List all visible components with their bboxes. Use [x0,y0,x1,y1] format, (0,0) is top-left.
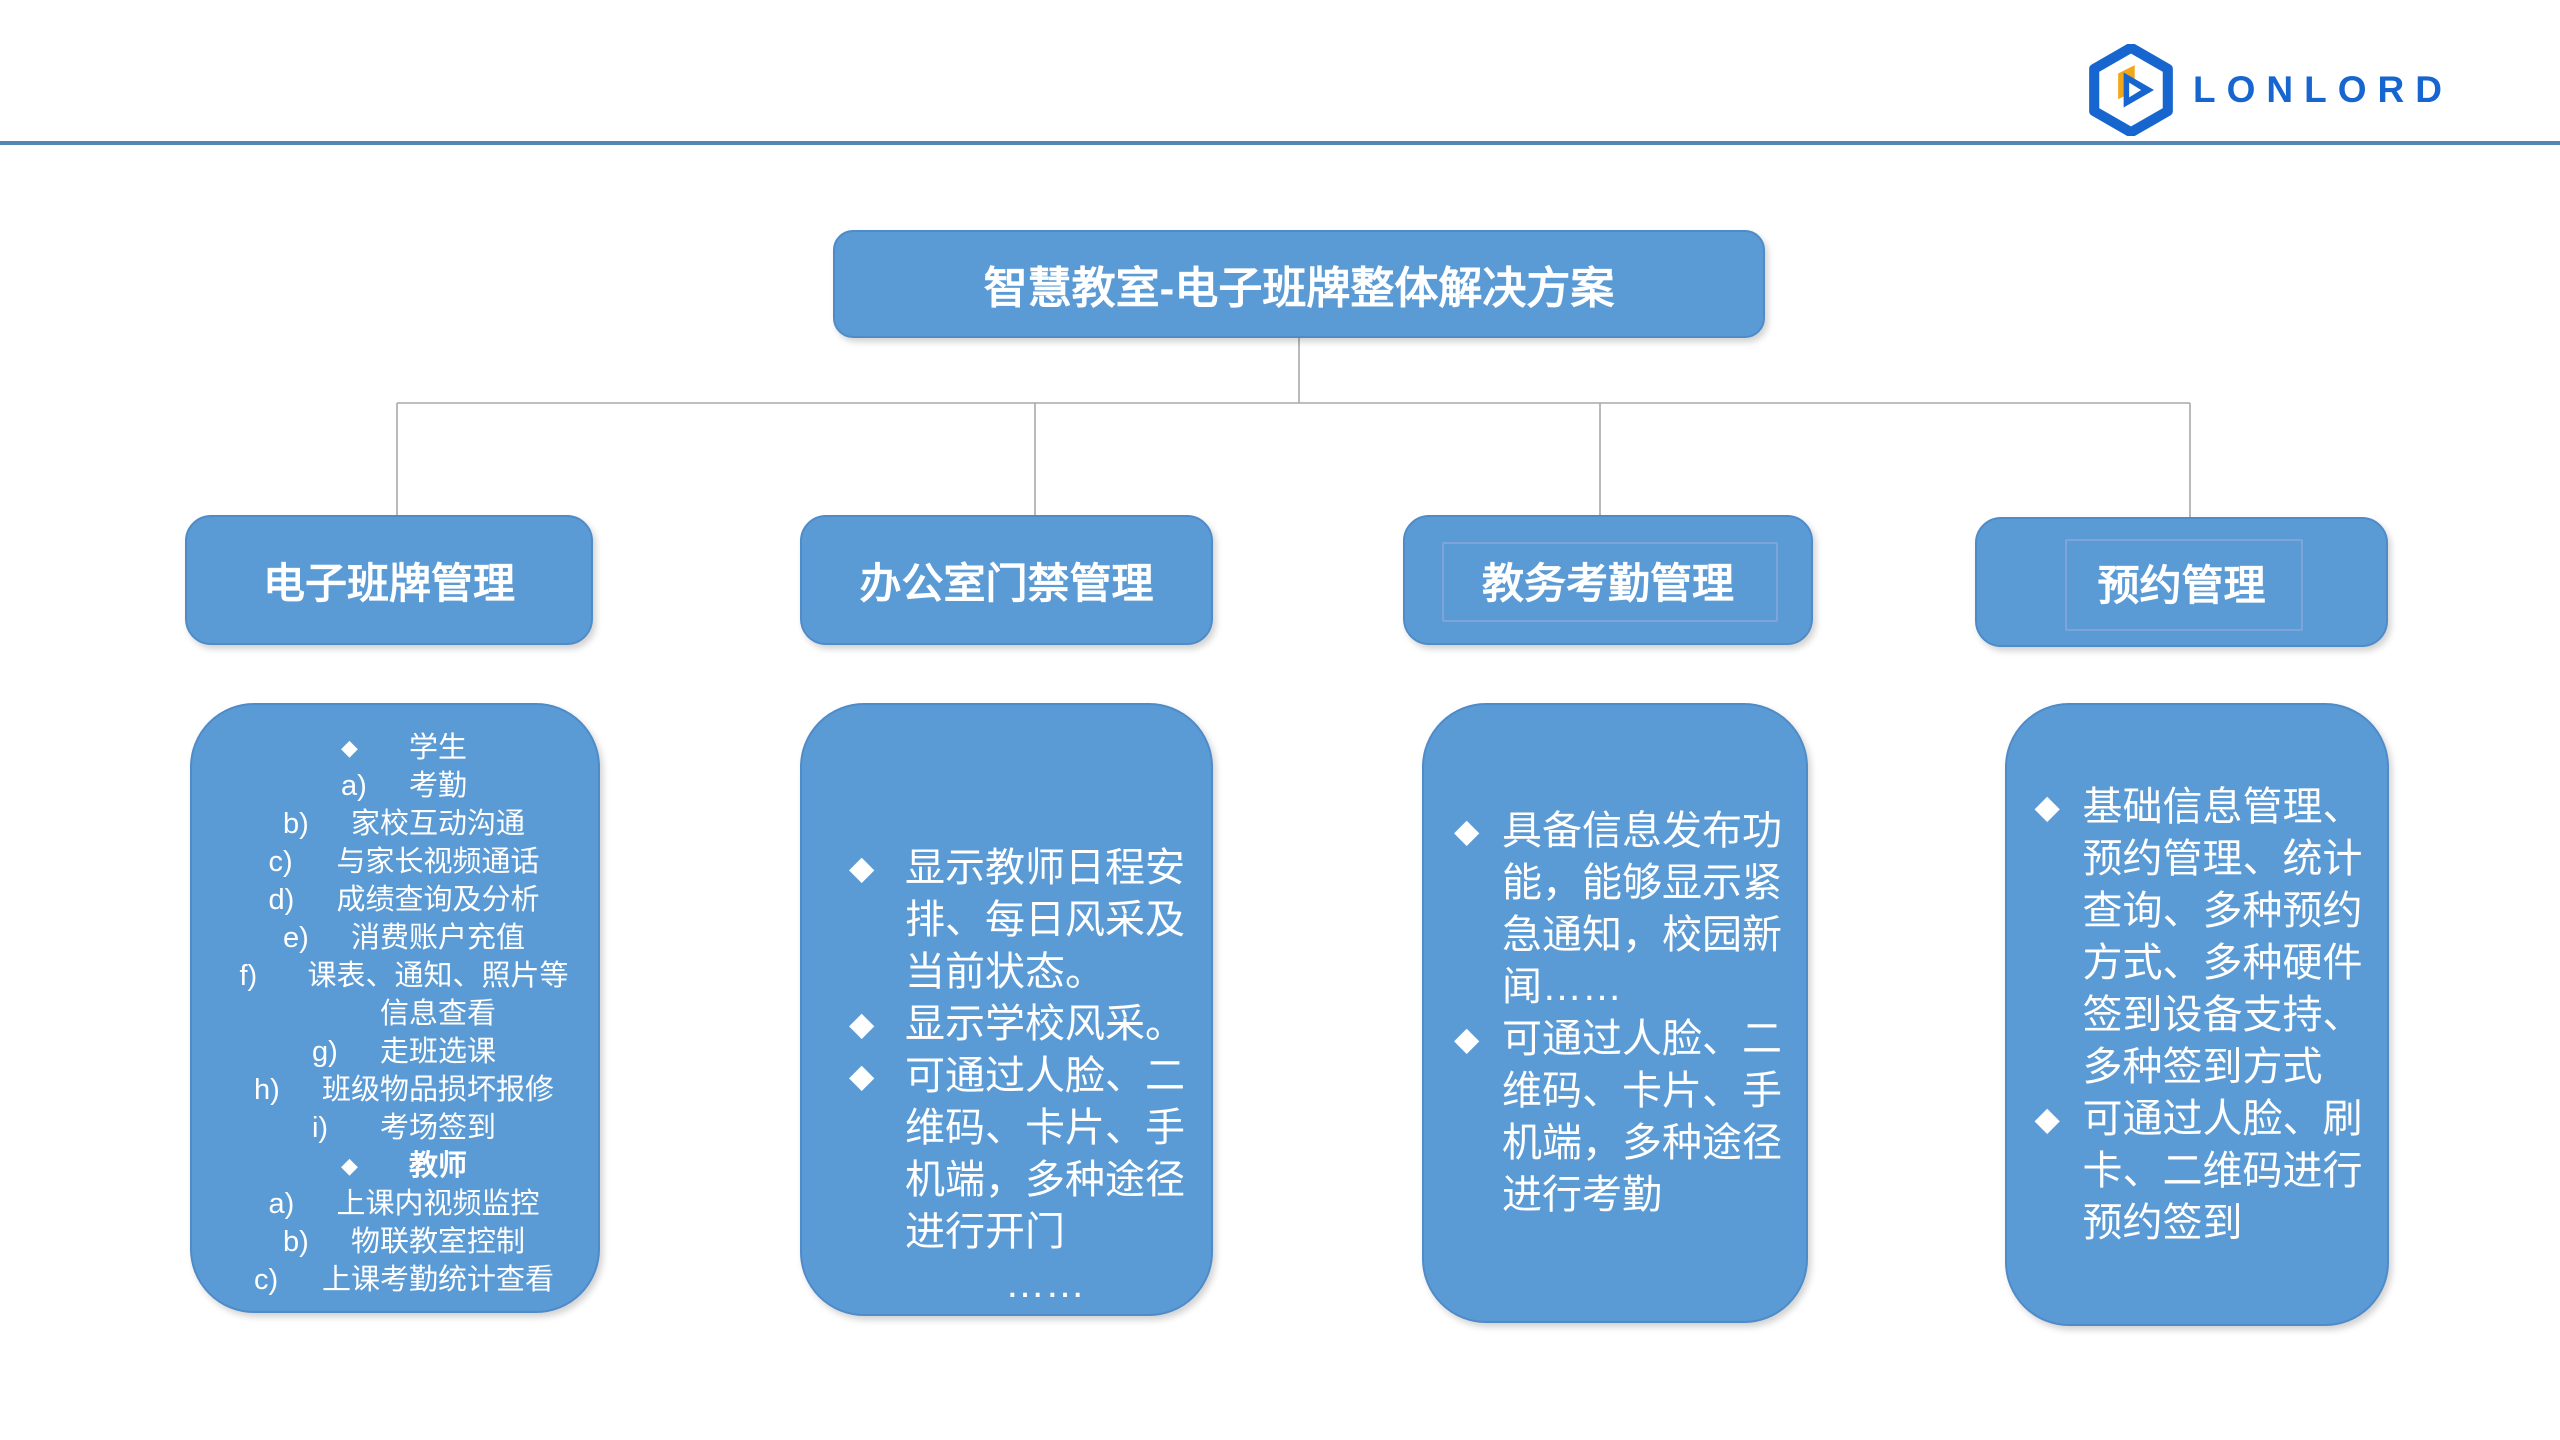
bullet-item: ◆ 显示教师日程安排、每日风采及当前状态。 [849,842,1185,998]
branch-label: 预约管理 [2097,561,2266,609]
bullet-item: ◆ 可通过人脸、刷卡、二维码进行预约签到 [2035,1093,2363,1249]
bullet-text: 具备信息发布功能，能够显示紧急通知，校园新闻…… [1502,809,1782,1009]
list-item: f)课表、通知、照片等 [239,960,569,992]
list-item: g)走班选课 [311,1036,496,1068]
diamond-bullet-icon: ◆ [2034,1099,2060,1137]
lonlord-logo: LONLORD [2085,42,2485,138]
bullet-text: …… [1005,1262,1085,1306]
detail-box-class-sign: ◆学生 a)考勤 b)家校互动沟通 c)与家长视频通话 d)成绩查询及分析 e)消费账户充… [190,703,600,1313]
branch-node-reservation-management: 预约管理 [1975,517,2388,647]
list-item: i)考场签到 [311,1112,496,1144]
diamond-bullet-icon: ◆ [1454,812,1480,849]
branch-label: 教务考勤管理 [1481,559,1734,607]
diamond-bullet-icon: ◆ [2034,787,2060,825]
list-item: ◆教师 [340,1150,467,1182]
branch-node-class-sign-management: 电子班牌管理 [185,515,593,645]
bullet-text: 可通过人脸、二维码、卡片、手机端，多种途径进行考勤 [1502,1017,1782,1217]
list-item: a)考勤 [340,770,467,802]
bullet-text: 显示教师日程安排、每日风采及当前状态。 [905,846,1185,994]
branch-node-academic-attendance-management: 教务考勤管理 [1403,515,1813,645]
bullet-text: 可通过人脸、二维码、卡片、手机端，多种途径进行开门 [905,1054,1185,1254]
detail-box-office-access: ◆ 显示教师日程安排、每日风采及当前状态。 ◆ 显示学校风采。 ◆ 可通过人脸、二维码、卡… [800,703,1213,1316]
branch-node-office-access-management: 办公室门禁管理 [800,515,1213,645]
lonlord-logo-icon [2089,44,2173,136]
header-rule [0,141,2560,145]
bullet-item: ◆ 显示学校风采。 [849,998,1185,1050]
diamond-bullet-icon: ◆ [1454,1020,1480,1057]
bullet-item: ◆ 基础信息管理、预约管理、统计查询、多种预约方式、多种硬件签到设备支持、多种签到… [2035,781,2363,1093]
list-item: 信息查看 [379,998,496,1030]
bullet-item: …… [949,1258,1085,1310]
diamond-bullet-icon: ◆ [849,1005,875,1042]
diamond-bullet-icon: ◆ [849,1057,875,1094]
list-item: ◆学生 [340,732,467,764]
detail-box-reservation: ◆ 基础信息管理、预约管理、统计查询、多种预约方式、多种硬件签到设备支持、多种签到… [2005,703,2389,1326]
list-item: a)上课内视频监控 [268,1188,540,1220]
bullet-item: ◆ 可通过人脸、二维码、卡片、手机端，多种途径进行开门 [849,1050,1185,1258]
root-node-title: 智慧教室-电子班牌整体解决方案 [833,230,1765,338]
lonlord-logo-text: LONLORD [2193,69,2453,110]
root-node-label: 智慧教室-电子班牌整体解决方案 [983,264,1615,313]
bullet-item: ◆ 具备信息发布功能，能够显示紧急通知，校园新闻…… [1454,805,1782,1013]
bullet-text: 显示学校风采。 [905,1002,1185,1046]
list-item: c)与家长视频通话 [268,846,540,878]
branch-label: 办公室门禁管理 [859,559,1154,607]
bullet-text: 可通过人脸、刷卡、二维码进行预约签到 [2082,1096,2363,1245]
list-item: c)上课考勤统计查看 [253,1264,554,1296]
list-item: d)成绩查询及分析 [268,884,540,916]
list-item: e)消费账户充值 [282,922,525,954]
bullet-item: ◆ 可通过人脸、二维码、卡片、手机端，多种途径进行考勤 [1454,1013,1782,1221]
header-inner-outline [1442,542,1778,622]
header-inner-outline [2065,539,2303,631]
bullet-spacer [949,1258,1005,1310]
branch-label: 电子班牌管理 [262,559,515,607]
list-item: h)班级物品损坏报修 [253,1074,554,1106]
list-item: b)家校互动沟通 [282,808,525,840]
diamond-bullet-icon: ◆ [849,849,875,886]
list-item: b)物联教室控制 [282,1226,525,1258]
detail-box-attendance: ◆ 具备信息发布功能，能够显示紧急通知，校园新闻…… ◆ 可通过人脸、二维码、卡片、手… [1422,703,1808,1323]
bullet-text: 基础信息管理、预约管理、统计查询、多种预约方式、多种硬件签到设备支持、多种签到方… [2082,784,2363,1089]
